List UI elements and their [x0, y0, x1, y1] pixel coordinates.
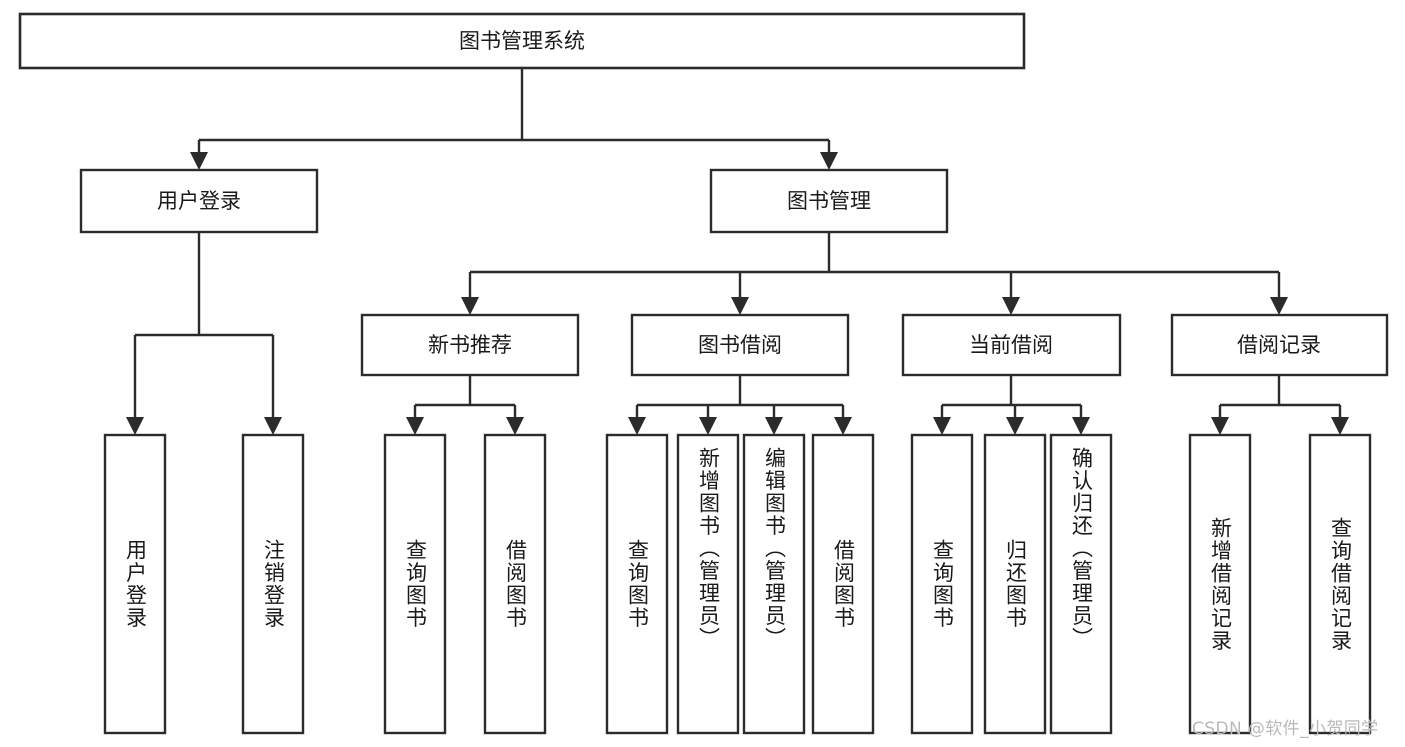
node-current-borrow-rect[interactable] — [901, 313, 1122, 377]
arrowhead-leaf-add-book-admin — [699, 417, 717, 435]
leaf-add-book-admin-rect[interactable] — [676, 433, 740, 735]
leaf-edit-book-admin-rect[interactable] — [742, 433, 806, 735]
node-book-borrow-label: 图书借阅 — [698, 333, 782, 357]
leaf-add-borrow-record-rect[interactable] — [1188, 433, 1252, 735]
node-user-login-rect[interactable] — [79, 168, 319, 234]
leaf-user-login-rect[interactable] — [103, 433, 167, 735]
leaf-logout-login-rect[interactable] — [241, 433, 305, 735]
node-book-borrow-rect[interactable] — [630, 313, 850, 377]
node-book-management-rect[interactable] — [709, 168, 949, 234]
connector-user-login-to-leaves — [133, 232, 275, 417]
leaf-return-book-rect[interactable] — [983, 433, 1047, 735]
node-root[interactable]: 图书管理系统 — [18, 12, 1026, 70]
arrowhead-leaf-return-book — [1006, 417, 1024, 435]
node-user-login-label: 用户登录 — [157, 189, 241, 213]
arrowhead-leaf-logout-login — [264, 417, 282, 435]
leaf-confirm-return-admin-rect[interactable] — [1049, 433, 1113, 735]
leaf-query-book-cur-rect[interactable] — [910, 433, 974, 735]
connector-root-to-level2 — [197, 68, 831, 152]
csdn-watermark: CSDN @软件_小贺同学 — [1192, 719, 1379, 739]
node-book-management-label: 图书管理 — [787, 189, 871, 213]
arrowhead-leaf-edit-book-admin — [765, 417, 783, 435]
connector-book-borrow-to-leaves — [635, 375, 845, 417]
node-current-borrow-label: 当前借阅 — [969, 333, 1053, 357]
arrowhead-book-management — [820, 152, 838, 170]
arrowhead-user-login — [190, 152, 208, 170]
leaf-query-book-borrow-rect[interactable] — [605, 433, 669, 735]
arrowhead-leaf-query-book-cur — [933, 417, 951, 435]
leaf-borrow-book-rect[interactable] — [811, 433, 875, 735]
node-root-label: 图书管理系统 — [459, 29, 585, 53]
node-root-rect[interactable] — [18, 12, 1026, 70]
leaf-borrow-book-rec-rect[interactable] — [483, 433, 547, 735]
node-new-book-recommend-label: 新书推荐 — [428, 333, 512, 357]
connector-new-book-recommend-to-leaves — [413, 375, 517, 417]
node-borrow-record-label: 借阅记录 — [1237, 333, 1321, 357]
arrowhead-book-borrow — [731, 297, 749, 315]
node-book-borrow[interactable]: 图书借阅 — [630, 313, 850, 377]
arrowhead-leaf-user-login — [126, 417, 144, 435]
node-user-login[interactable]: 用户登录 — [79, 168, 319, 234]
node-book-management[interactable]: 图书管理 — [709, 168, 949, 234]
node-new-book-recommend-rect[interactable] — [360, 313, 580, 377]
arrowhead-leaf-add-borrow-record — [1211, 417, 1229, 435]
node-layer: 图书管理系统 用户登录 图书管理 新书推荐 图书借阅 — [18, 12, 1389, 735]
connector-borrow-record-to-leaves — [1218, 375, 1342, 417]
arrowhead-borrow-record — [1270, 297, 1288, 315]
arrowhead-leaf-confirm-return-admin — [1072, 417, 1090, 435]
arrowhead-current-borrow — [1002, 297, 1020, 315]
connector-layer — [126, 68, 1349, 435]
arrowhead-leaf-query-book-borrow — [628, 417, 646, 435]
node-borrow-record-rect[interactable] — [1170, 313, 1389, 377]
arrowhead-new-book-recommend — [461, 297, 479, 315]
node-new-book-recommend[interactable]: 新书推荐 — [360, 313, 580, 377]
connector-book-management-to-level3 — [468, 232, 1281, 297]
connector-current-borrow-to-leaves — [940, 375, 1083, 417]
arrowhead-leaf-borrow-book — [834, 417, 852, 435]
arrowhead-leaf-query-book-rec — [406, 417, 424, 435]
node-current-borrow[interactable]: 当前借阅 — [901, 313, 1122, 377]
leaf-query-borrow-record-rect[interactable] — [1308, 433, 1372, 735]
leaf-query-book-rec-rect[interactable] — [383, 433, 447, 735]
arrowhead-leaf-query-borrow-record — [1331, 417, 1349, 435]
node-borrow-record[interactable]: 借阅记录 — [1170, 313, 1389, 377]
arrowhead-leaf-borrow-book-rec — [506, 417, 524, 435]
